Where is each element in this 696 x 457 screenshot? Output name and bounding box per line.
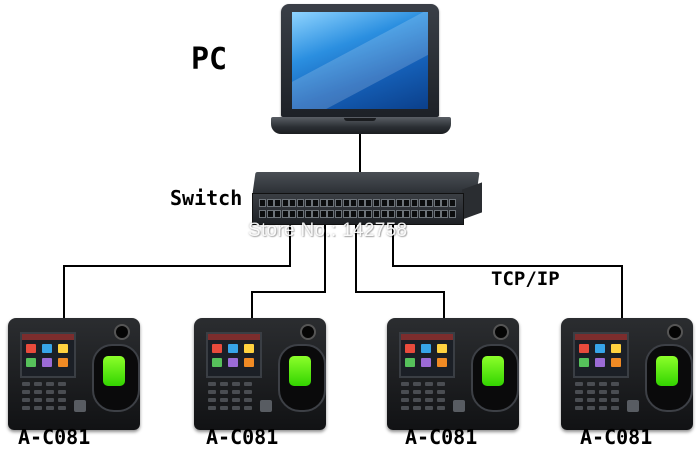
terminal-label: A-C081 — [206, 425, 279, 449]
nav-button — [453, 400, 465, 412]
switch-port — [304, 210, 312, 218]
switch-port — [380, 199, 388, 207]
terminal-screen — [399, 332, 455, 378]
terminal-label: A-C081 — [18, 425, 91, 449]
switch-port — [395, 199, 403, 207]
switch-port — [304, 199, 312, 207]
time-attendance-terminal — [194, 318, 326, 430]
laptop-screen — [292, 12, 428, 109]
pc-label: PC — [191, 42, 228, 77]
switch-port — [342, 199, 350, 207]
terminal-label: A-C081 — [580, 425, 653, 449]
laptop-keyboard-base — [271, 117, 451, 134]
camera-icon — [493, 324, 509, 340]
time-attendance-terminal — [8, 318, 140, 430]
fingerprint-window — [656, 356, 678, 386]
switch-port — [395, 210, 403, 218]
switch-port — [441, 210, 449, 218]
switch-port — [259, 210, 266, 218]
switch-port — [350, 210, 358, 218]
switch-port — [274, 199, 282, 207]
switch-port — [388, 199, 396, 207]
switch-port — [259, 199, 266, 207]
network-switch-icon — [252, 193, 464, 225]
time-attendance-terminal — [387, 318, 519, 430]
camera-icon — [667, 324, 683, 340]
switch-port — [297, 210, 304, 218]
line-to-terminal-3 — [355, 224, 445, 318]
switch-port — [319, 210, 327, 218]
keypad — [401, 382, 451, 416]
switch-port — [281, 199, 289, 207]
switch-port — [373, 210, 380, 218]
switch-label: Switch — [170, 186, 243, 210]
switch-port — [418, 210, 426, 218]
fingerprint-window — [289, 356, 311, 386]
switch-port — [357, 199, 365, 207]
switch-port — [403, 210, 411, 218]
camera-icon — [300, 324, 316, 340]
switch-port — [312, 199, 320, 207]
line-to-terminal-4 — [392, 224, 623, 318]
line-to-terminal-2 — [251, 224, 326, 318]
switch-port — [433, 210, 441, 218]
keypad — [575, 382, 625, 416]
switch-port — [411, 210, 418, 218]
switch-port — [403, 199, 411, 207]
switch-port — [350, 199, 358, 207]
switch-port — [289, 199, 297, 207]
switch-port — [266, 199, 274, 207]
fingerprint-window — [482, 356, 504, 386]
switch-port — [380, 210, 388, 218]
time-attendance-terminal — [561, 318, 693, 430]
line-to-terminal-1 — [63, 224, 291, 318]
switch-port — [281, 210, 289, 218]
switch-port — [342, 210, 350, 218]
camera-icon — [114, 324, 130, 340]
keypad — [208, 382, 258, 416]
switch-port — [388, 210, 396, 218]
switch-port — [365, 210, 373, 218]
terminal-label: A-C081 — [405, 425, 478, 449]
terminal-screen — [206, 332, 262, 378]
switch-port — [335, 210, 342, 218]
nav-button — [627, 400, 639, 412]
switch-top-panel — [252, 172, 480, 194]
switch-port — [426, 199, 434, 207]
switch-port — [319, 199, 327, 207]
switch-port — [411, 199, 418, 207]
laptop-notch — [344, 118, 376, 121]
terminal-screen — [20, 332, 76, 378]
nav-button — [74, 400, 86, 412]
terminal-screen — [573, 332, 629, 378]
tcp-ip-label: TCP/IP — [491, 268, 560, 290]
switch-port — [449, 199, 456, 207]
switch-port — [312, 210, 320, 218]
switch-port — [266, 210, 274, 218]
switch-port — [418, 199, 426, 207]
switch-port — [365, 199, 373, 207]
switch-port — [335, 199, 342, 207]
fingerprint-window — [103, 356, 125, 386]
switch-port — [426, 210, 434, 218]
switch-port — [327, 199, 335, 207]
switch-port — [289, 210, 297, 218]
switch-port — [297, 199, 304, 207]
nav-button — [260, 400, 272, 412]
keypad — [22, 382, 72, 416]
store-watermark: Store No.: 142758 — [248, 220, 408, 241]
switch-port — [274, 210, 282, 218]
switch-port — [441, 199, 449, 207]
switch-port — [373, 199, 380, 207]
switch-port — [433, 199, 441, 207]
switch-port — [449, 210, 456, 218]
switch-port — [327, 210, 335, 218]
switch-port — [357, 210, 365, 218]
